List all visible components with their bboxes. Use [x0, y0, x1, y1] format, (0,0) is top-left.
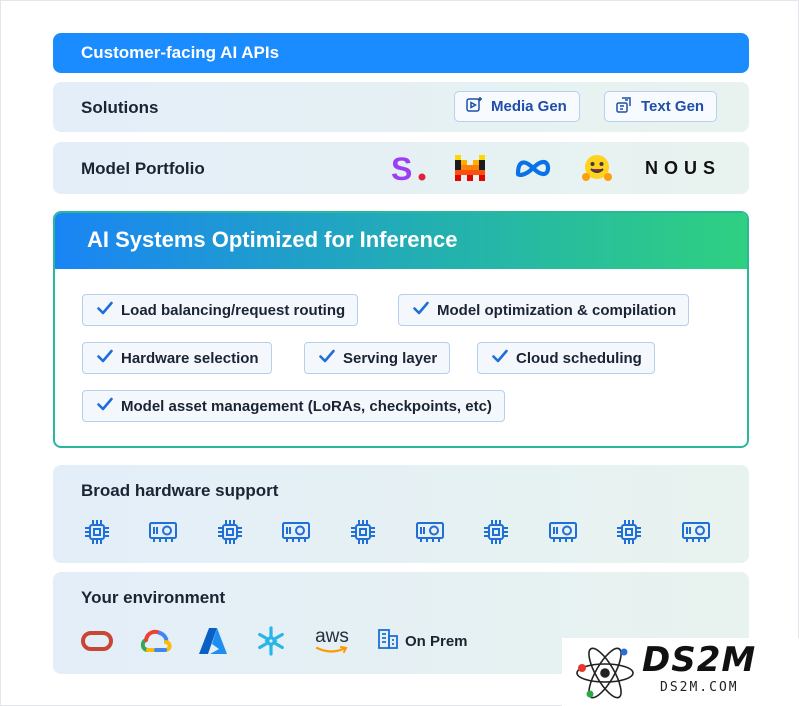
hardware-support-band: Broad hardware support [53, 465, 749, 563]
gpu-card-icon [148, 518, 178, 546]
gpu-card-icon [681, 518, 711, 546]
text-gen-button[interactable]: Text Gen [604, 91, 718, 122]
hugging-face-logo [580, 153, 614, 183]
feature-chip: Load balancing/request routing [82, 294, 359, 326]
chip-icon [215, 518, 245, 546]
watermark-subtitle: DS2M.COM [660, 680, 739, 695]
on-prem-label: On Prem [405, 632, 468, 650]
nous-logo: NOUS [644, 157, 721, 178]
media-gen-label: Media Gen [491, 98, 567, 115]
check-icon [97, 301, 113, 319]
aws-logo: aws [312, 625, 352, 657]
azure-logo [196, 625, 230, 657]
feature-label: Serving layer [343, 349, 438, 367]
feature-chip: Model optimization & compilation [398, 294, 690, 326]
inference-title: AI Systems Optimized for Inference [55, 213, 747, 269]
chip-icon [348, 518, 378, 546]
watermark: DS2M DS2M.COM [562, 638, 799, 706]
on-prem-item: On Prem [377, 625, 468, 657]
feature-label: Cloud scheduling [516, 349, 642, 367]
feature-chip: Serving layer [304, 342, 451, 374]
svg-text:S: S [391, 153, 412, 183]
api-band-label: Customer-facing AI APIs [81, 43, 280, 62]
feature-chip: Model asset management (LoRAs, checkpoin… [82, 390, 505, 422]
check-icon [492, 349, 508, 367]
check-icon [97, 397, 113, 415]
oracle-logo [80, 625, 114, 657]
atom-logo [572, 642, 638, 706]
google-cloud-logo [138, 625, 174, 657]
feature-label: Load balancing/request routing [121, 301, 346, 319]
media-gen-button[interactable]: Media Gen [454, 91, 580, 122]
solutions-band: Solutions Media Gen Text Gen [53, 82, 749, 132]
feature-label: Model optimization & compilation [437, 301, 677, 319]
feature-chip: Hardware selection [82, 342, 272, 374]
environment-title: Your environment [81, 588, 226, 607]
inference-systems-card: AI Systems Optimized for Inference Load … [53, 211, 749, 448]
media-gen-icon [465, 96, 483, 118]
building-icon [377, 628, 399, 654]
chip-icon [481, 518, 511, 546]
aws-text: aws [315, 626, 349, 647]
feature-label: Model asset management (LoRAs, checkpoin… [121, 397, 492, 415]
check-icon [319, 349, 335, 367]
watermark-title: DS2M [642, 640, 757, 680]
chip-icon [614, 518, 644, 546]
model-portfolio-band: Model Portfolio S NOUS [53, 142, 749, 194]
feature-label: Hardware selection [121, 349, 259, 367]
gpu-card-icon [281, 518, 311, 546]
chip-icon [82, 518, 112, 546]
feature-chip: Cloud scheduling [477, 342, 655, 374]
model-portfolio-title: Model Portfolio [81, 159, 205, 178]
check-icon [413, 301, 429, 319]
check-icon [97, 349, 113, 367]
solutions-title: Solutions [81, 98, 159, 117]
gpu-card-icon [548, 518, 578, 546]
customer-facing-apis-band: Customer-facing AI APIs [53, 33, 749, 73]
hardware-support-title: Broad hardware support [81, 481, 279, 500]
text-gen-label: Text Gen [641, 98, 705, 115]
gpu-card-icon [415, 518, 445, 546]
mistral-logo [453, 153, 487, 183]
text-gen-icon [615, 96, 633, 118]
meta-logo [513, 153, 553, 183]
snowflake-logo [254, 625, 288, 657]
stability-ai-logo: S [389, 153, 429, 183]
